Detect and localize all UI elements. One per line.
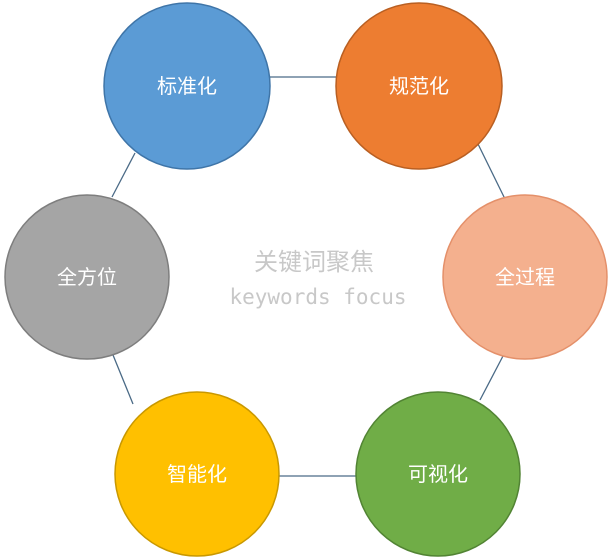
node-label-all-round: 全方位 — [57, 265, 117, 289]
connector-normalization-whole-process — [477, 143, 506, 200]
node-circle-standardization — [103, 2, 271, 170]
connector-whole-process-visualization — [479, 355, 504, 401]
center-title: 关键词聚焦 — [254, 248, 374, 276]
node-all-round: 全方位 — [4, 194, 170, 360]
node-standardization: 标准化 — [103, 2, 271, 170]
center-caption: 关键词聚焦 keywords focus — [229, 248, 406, 309]
node-label-visualization: 可视化 — [408, 462, 468, 486]
center-subtitle: keywords focus — [229, 285, 406, 309]
node-circle-visualization — [355, 391, 521, 557]
node-circle-intelligent — [114, 391, 280, 557]
connectors — [111, 76, 506, 477]
node-label-normalization: 规范化 — [389, 74, 449, 98]
node-whole-process: 全过程 — [442, 194, 608, 360]
connector-intelligent-all-round — [112, 354, 134, 405]
connector-all-round-standardization — [111, 152, 136, 198]
node-circle-normalization — [335, 2, 503, 170]
node-normalization: 规范化 — [335, 2, 503, 170]
node-label-whole-process: 全过程 — [495, 265, 555, 289]
node-intelligent: 智能化 — [114, 391, 280, 557]
node-label-intelligent: 智能化 — [167, 462, 227, 486]
node-label-standardization: 标准化 — [157, 74, 217, 98]
node-visualization: 可视化 — [355, 391, 521, 557]
node-circle-whole-process — [442, 194, 608, 360]
node-circle-all-round — [4, 194, 170, 360]
